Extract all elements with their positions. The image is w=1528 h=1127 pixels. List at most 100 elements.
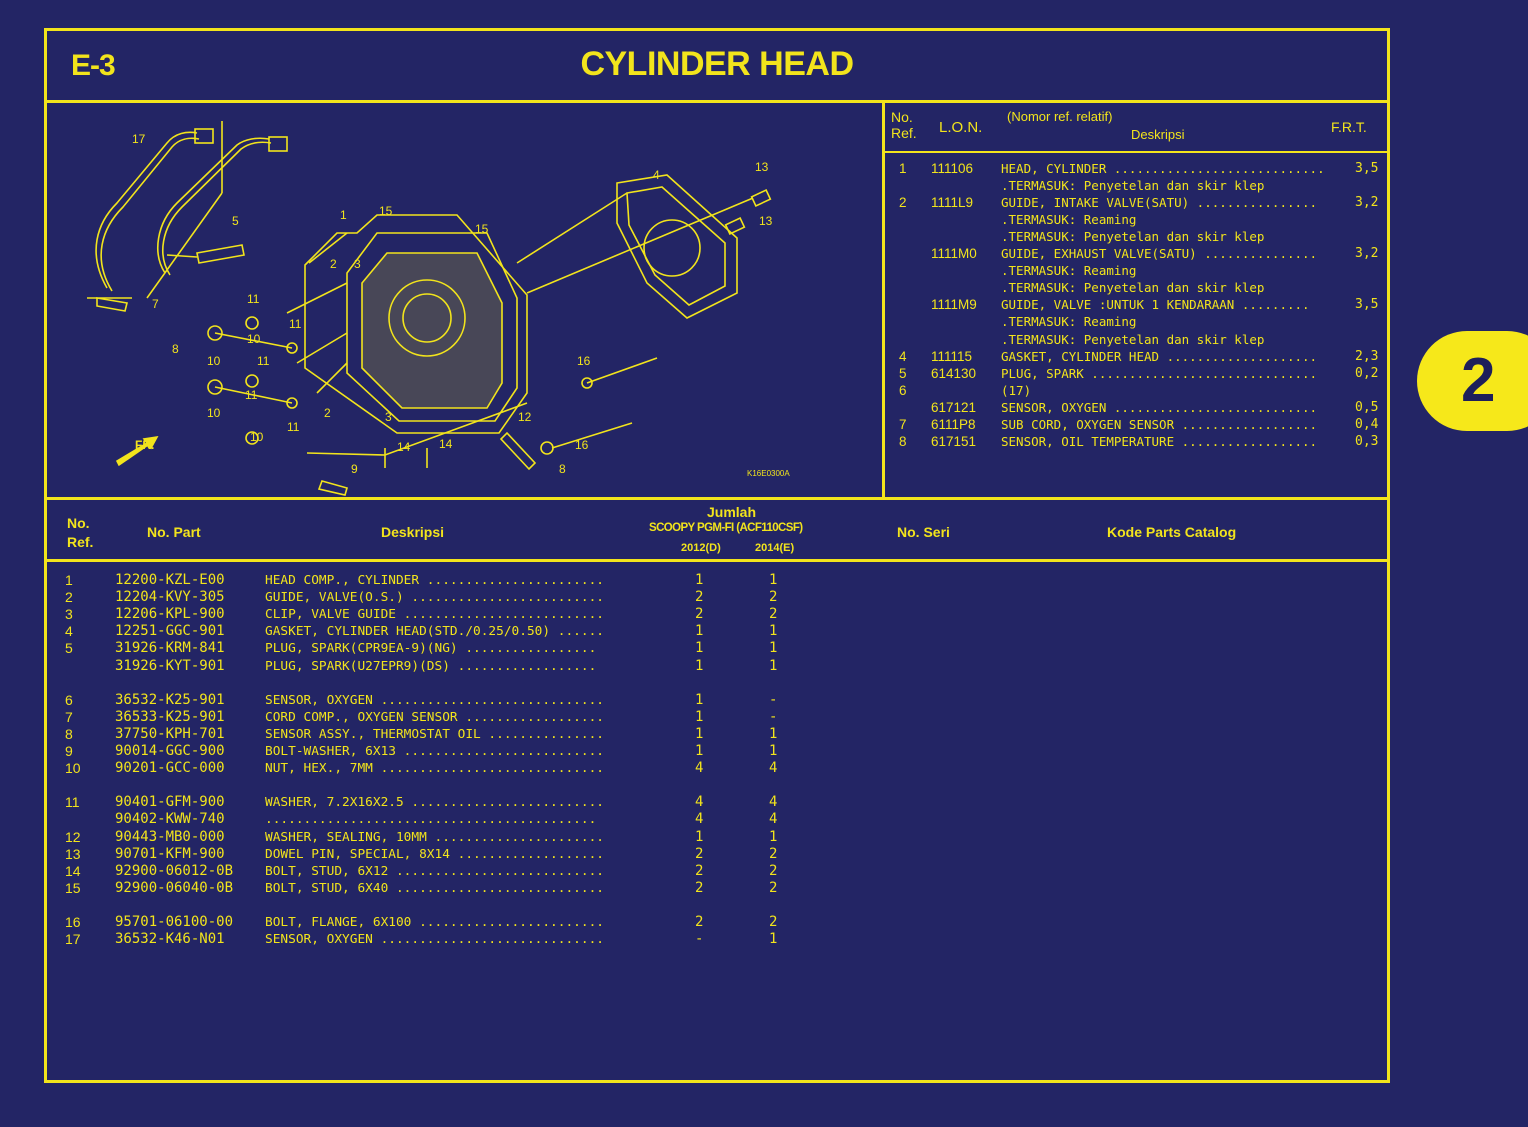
part-number: 31926-KRM-841 [115,640,225,657]
part-description: BOLT, STUD, 6X12 .......................… [265,863,604,879]
part-ref: 9 [65,743,73,759]
callout-5: 5 [232,214,239,228]
callout-15b: 15 [475,222,489,236]
callout-13a: 13 [755,160,769,174]
part-number: 12200-KZL-E00 [115,572,225,588]
qty-2014: 4 [769,760,778,777]
lon-description: .TERMASUK: Penyetelan dan skir klep [1001,280,1265,296]
lon-header-frt: F.R.T. [1331,119,1367,135]
lon-header-ref: No. Ref. [891,109,917,141]
section-tab-label: 2 [1461,346,1496,415]
lon-table-header: No. Ref. L.O.N. (Nomor ref. relatif) Des… [885,103,1387,153]
lon-description: HEAD, CYLINDER .........................… [1001,161,1325,176]
lon-header-lon: L.O.N. [939,119,983,136]
lon-description: .TERMASUK: Penyetelan dan skir klep [1001,178,1265,194]
lon-code: 1111L9 [931,195,974,211]
lon-description: .TERMASUK: Penyetelan dan skir klep [1001,331,1265,347]
lon-frt: 0,5 [1355,399,1379,415]
qty-2014: 2 [769,879,778,896]
lon-ref: 2 [899,195,907,211]
parts-header-year-2014: 2014(E) [755,542,795,554]
parts-header-year-2012: 2012(D) [681,542,721,554]
qty-2012: 2 [695,589,704,606]
lon-description: SENSOR, OXYGEN .........................… [1001,399,1318,415]
page-title: CYLINDER HEAD [580,45,854,83]
lon-ref: 4 [899,348,907,364]
lon-description: .TERMASUK: Reaming [1001,314,1137,330]
part-ref: 3 [65,606,73,623]
qty-2012: 1 [695,657,704,674]
part-ref: 4 [65,623,73,640]
callout-2b: 2 [324,406,331,420]
lon-code: 617121 [931,399,977,415]
callout-10a: 10 [207,354,221,368]
part-number: 90201-GCC-000 [115,760,225,777]
part-description: BOLT, STUD, 6X40 .......................… [265,880,604,896]
callout-11a: 11 [247,292,260,306]
callout-10d: 10 [250,430,264,444]
qty-2012: 1 [695,691,704,708]
lon-frt: 0,2 [1355,365,1379,381]
qty-2014: 2 [769,606,778,623]
lon-description: GUIDE, EXHAUST VALVE(SATU) .............… [1001,246,1318,262]
qty-2012: 4 [695,811,704,828]
lon-frt: 3,5 [1355,297,1379,313]
lon-ref: 5 [899,365,907,381]
qty-2012: 1 [695,828,704,845]
callout-14b: 14 [439,437,453,451]
lon-header-desc-note: (Nomor ref. relatif) [1007,109,1113,124]
part-description: DOWEL PIN, SPECIAL, 8X14 ...............… [265,846,604,862]
qty-2014: 1 [769,725,778,742]
part-ref: 6 [65,691,73,708]
part-ref: 15 [65,879,81,896]
callout-10b: 10 [247,332,261,346]
qty-2012: 1 [695,743,704,759]
part-number: 92900-06040-0B [115,879,234,896]
part-ref: 12 [65,828,81,845]
qty-2014: 1 [769,640,778,657]
callout-2a: 2 [330,257,337,271]
lon-code: 1111M0 [931,246,977,262]
callout-16b: 16 [575,438,589,452]
part-number: 90701-KFM-900 [115,845,225,862]
callout-17: 17 [132,132,146,146]
qty-2012: 1 [695,640,704,657]
lon-description: PLUG, SPARK ............................… [1001,365,1318,381]
lon-ref: 7 [899,416,907,432]
part-description: PLUG, SPARK(U27EPR9)(DS) ...............… [265,658,597,674]
section-tab[interactable]: 2 [1417,331,1528,431]
lon-description: .TERMASUK: Reaming [1001,263,1137,279]
part-number: 90402-KWW-740 [115,811,225,828]
callout-11d: 11 [287,420,300,434]
callout-7: 7 [152,297,159,311]
lon-code: 617151 [931,433,977,449]
section-code: E-3 [71,49,116,82]
part-description: CORD COMP., OXYGEN SENSOR ..............… [265,709,604,725]
parts-header-catalog: Kode Parts Catalog [1107,524,1237,540]
qty-2012: 2 [695,879,704,896]
parts-header-qty: Jumlah [707,504,757,520]
lon-ref: 6 [899,382,907,398]
qty-2012: 1 [695,572,704,588]
callout-12: 12 [518,410,532,424]
callout-3b: 3 [385,410,392,424]
qty-2012: 1 [695,725,704,742]
qty-2014: 2 [769,862,778,879]
callout-16a: 16 [577,354,591,368]
qty-2014: 2 [769,845,778,862]
lon-description: GUIDE, VALVE :UNTUK 1 KENDARAAN ........… [1001,297,1310,313]
part-number: 95701-06100-00 [115,914,234,930]
qty-2014: - [769,691,778,708]
catalog-page-frame: E-3 CYLINDER HEAD [44,28,1390,1083]
lon-code: 111115 [931,348,973,364]
qty-2012: 2 [695,862,704,879]
lon-description: GUIDE, INTAKE VALVE(SATU) ..............… [1001,195,1318,211]
part-number: 36533-K25-901 [115,708,225,725]
part-ref: 5 [65,640,73,657]
part-ref: 10 [65,760,81,777]
lon-code: 614130 [931,365,977,381]
lon-description: SUB CORD, OXYGEN SENSOR ................… [1001,416,1318,432]
part-number: 90014-GGC-900 [115,743,225,759]
callout-3a: 3 [354,257,361,271]
part-number: 12204-KVY-305 [115,589,225,606]
